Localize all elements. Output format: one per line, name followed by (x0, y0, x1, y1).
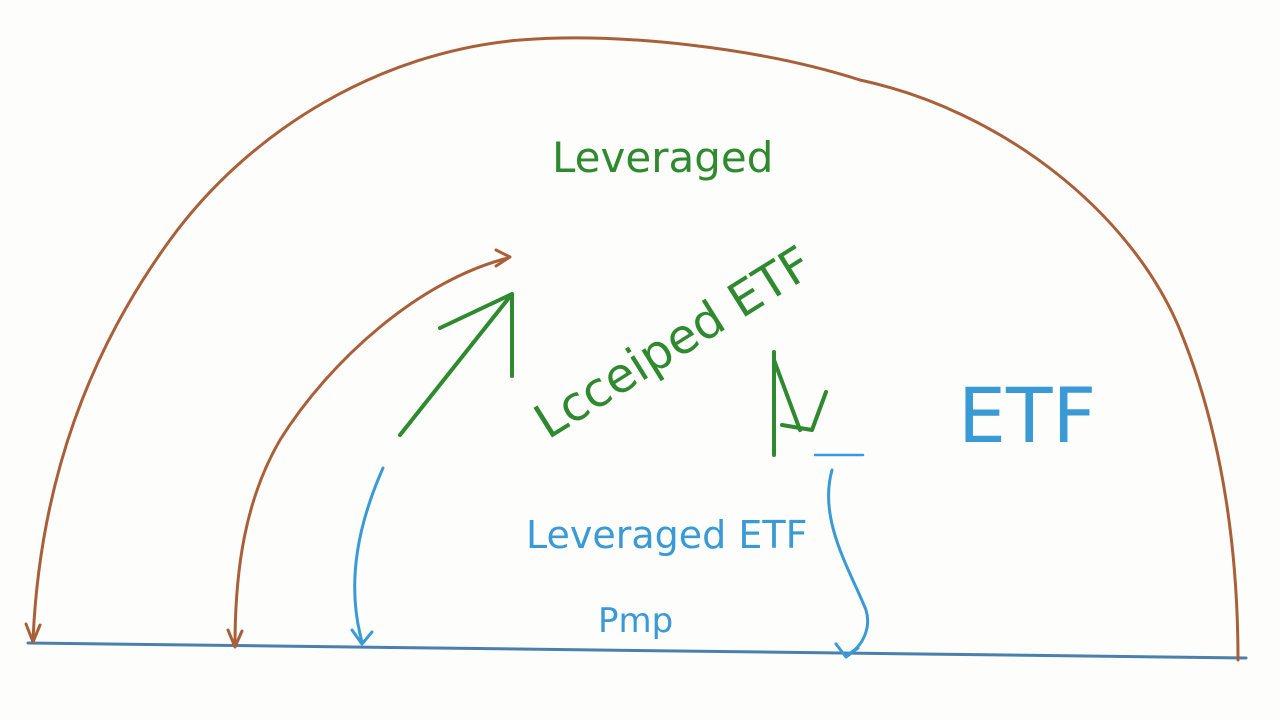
green-arrow-shaft (398, 292, 514, 437)
blue-left-arrowhead (350, 628, 374, 646)
label-diagonal-etf: Lcceiped ETF (525, 236, 822, 451)
label-top-leveraged: Leveraged (552, 133, 773, 182)
blue-right-arrowhead (834, 642, 860, 659)
label-center-leveraged-etf: Leveraged ETF (526, 513, 807, 557)
green-a-mark (772, 350, 828, 457)
green-arrow-head (438, 292, 514, 378)
inner-arc-top-arrowhead (494, 248, 512, 268)
baseline-line (26, 641, 1248, 660)
outer-arc-arrowhead (24, 622, 42, 644)
blue-left-arrow (353, 466, 385, 644)
inner-arc-bottom-arrowhead (226, 628, 244, 649)
label-right-etf: ETF (958, 371, 1096, 460)
blue-right-arrow (827, 468, 869, 657)
inner-arc (233, 256, 510, 648)
label-baseline-pmp: Pmp (598, 601, 673, 641)
outer-arc (31, 36, 1240, 662)
